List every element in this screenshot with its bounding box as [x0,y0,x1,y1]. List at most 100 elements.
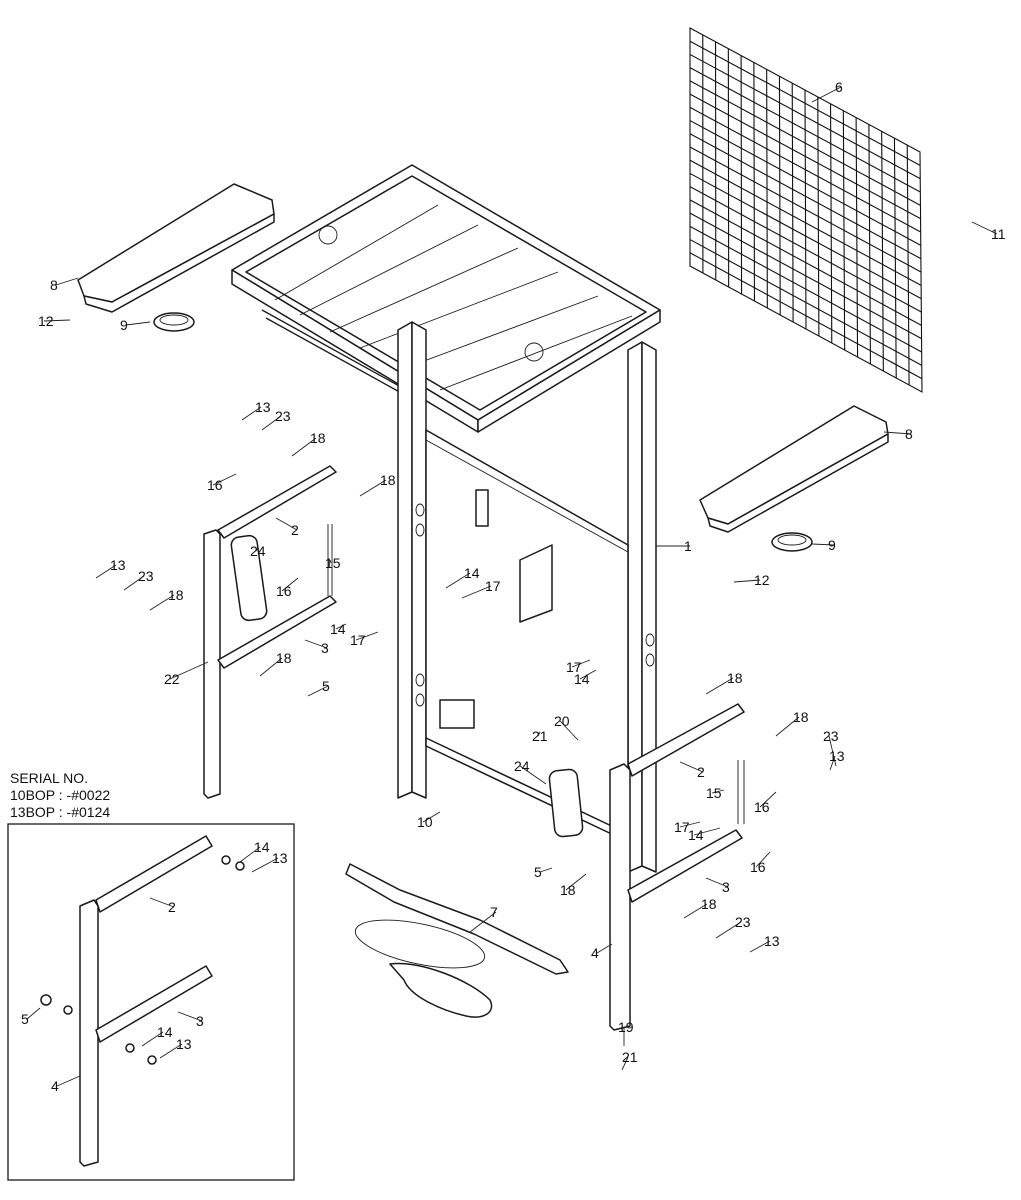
callout-label: 8 [50,277,58,293]
leader-line [461,585,492,599]
leader-line [596,943,613,954]
callout-label: 14 [688,827,704,843]
leader-line [559,720,579,741]
leader-line [329,559,332,564]
leader-line [55,277,79,286]
leader-line [95,564,117,579]
leader-line [259,657,283,677]
serial-line-2: 13BOP : -#0124 [10,804,111,820]
leader-line [733,579,761,583]
callout-label: 9 [828,537,836,553]
callout-label: 18 [310,430,326,446]
main-frame-drawing [231,164,661,873]
callout-label: 13 [272,850,288,866]
leader-line [683,903,708,919]
inset-frame [7,823,295,1181]
leader-line [828,735,837,767]
callout-label: 12 [754,572,770,588]
leader-line [711,789,725,794]
leader-line [261,415,282,431]
leader-line [971,221,998,235]
callout-label: 17 [566,659,582,675]
callout-label: 23 [275,408,291,424]
callout-label: 3 [196,1013,204,1029]
callout-label: 6 [835,79,843,95]
leader-line [291,437,317,457]
inset-frame-drawing [40,835,245,1167]
callout-label: 3 [722,879,730,895]
callout-label: 2 [697,764,705,780]
callout-label: 9 [120,317,128,333]
callout-label: 5 [322,678,330,694]
leader-line [304,639,328,649]
leader-line [255,547,259,552]
mesh-wire [893,138,897,379]
right-side-frame-drawing [548,703,745,1031]
leader-line [755,851,771,868]
mesh-wire [868,124,871,365]
mesh-wire [842,110,846,351]
leader-line [281,577,299,592]
callout-label: 7 [490,904,498,920]
mesh-wire [817,96,820,337]
leader-line [56,1075,81,1087]
mesh-wire [689,225,922,353]
callout-label: 14 [330,621,346,637]
leader-line [359,479,387,497]
leader-line [123,575,145,591]
callout-label: 17 [485,578,501,594]
mesh-screen-drawing [689,27,923,393]
callout-label: 13 [764,933,780,949]
callout-label: 14 [464,565,480,581]
callout-label: 4 [51,1078,59,1094]
callout-label: 13 [110,557,126,573]
callout-label: 13 [829,748,845,764]
callout-label: 16 [754,799,770,815]
callout-label: 14 [157,1024,173,1040]
callout-label: 17 [674,819,690,835]
callout-label: 21 [622,1049,638,1065]
mesh-wire [830,103,833,344]
serial-line-1: 10BOP : -#0022 [10,787,111,803]
callout-label: 23 [823,728,839,744]
callout-label: 15 [706,785,722,801]
leader-line [159,1043,183,1059]
leader-lines [26,86,998,1087]
leader-line [445,572,471,589]
mesh-wire [689,252,923,380]
callout-label: 14 [254,839,270,855]
callout-label: 11 [991,226,1006,242]
callout-label: 18 [701,896,717,912]
leader-line [149,594,175,611]
callout-label: 18 [560,882,576,898]
leader-line [212,473,237,486]
callout-label: 10 [417,814,433,830]
callout-label: 15 [325,555,341,571]
leader-line [539,867,553,873]
callout-label: 18 [727,670,743,686]
leader-line [125,321,151,326]
mesh-wire [855,117,859,358]
callout-layer: 1222333445556788991011121213131313131314… [21,79,1006,1094]
bracket-left-drawing [77,183,275,332]
leader-line [26,1007,41,1020]
left-side-frame-drawing [203,465,337,799]
leader-line [307,685,329,697]
callout-label: 1 [684,538,692,554]
callout-label: 24 [250,543,266,559]
leader-line [749,940,771,953]
callout-label: 13 [255,399,271,415]
callout-label: 13 [176,1036,192,1052]
leader-line [177,1011,203,1022]
callout-label: 23 [138,568,154,584]
callout-label: 18 [380,472,396,488]
callout-label: 5 [534,864,542,880]
leader-line [149,897,175,908]
leader-line [705,877,729,888]
callout-label: 5 [21,1011,29,1027]
callout-label: 19 [618,1019,634,1035]
leader-line [335,623,347,630]
mesh-wire [906,145,910,386]
callout-label: 18 [168,587,184,603]
